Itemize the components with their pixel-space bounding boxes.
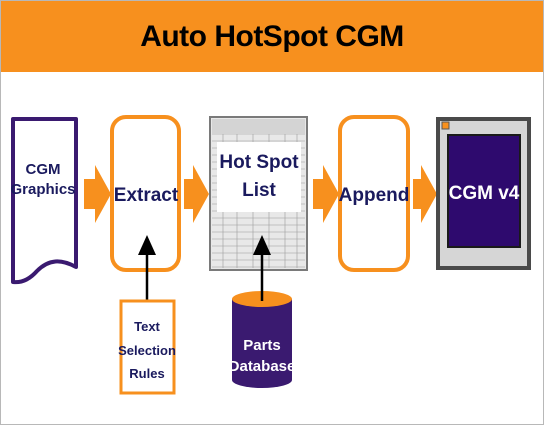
cgm-graphics-node: CGM Graphics — [10, 117, 78, 285]
database-cylinder-body — [232, 299, 292, 388]
flow-arrow-1 — [84, 165, 111, 223]
text-selection-rules-line2: Selection — [118, 343, 176, 358]
database-to-list-arrow — [253, 235, 271, 301]
flow-arrow-3 — [313, 165, 339, 223]
flow-arrow-2 — [184, 165, 209, 223]
text-selection-rules-line1: Text — [134, 319, 160, 334]
parts-database-line1: Parts — [243, 337, 281, 354]
cgm-v4-label: CGM v4 — [449, 183, 520, 204]
flow-arrow-4 — [413, 165, 437, 223]
extract-node: Extract — [110, 115, 181, 272]
document-shape — [11, 117, 78, 285]
cgm-v4-node: CGM v4 — [436, 117, 531, 270]
diagram-title: Auto HotSpot CGM — [140, 19, 404, 53]
hot-spot-list-label-line1: Hot Spot — [219, 152, 299, 173]
power-indicator-icon — [441, 121, 450, 130]
parts-database-line2: Database — [229, 358, 296, 375]
title-banner: Auto HotSpot CGM — [1, 1, 543, 72]
rules-to-extract-arrow — [138, 235, 156, 301]
cgm-graphics-label-line1: CGM — [26, 161, 61, 178]
hot-spot-list-label-line2: List — [242, 180, 276, 201]
monitor-screen — [447, 134, 521, 248]
parts-database-node: Parts Database — [229, 291, 296, 388]
cgm-graphics-label-line2: Graphics — [10, 181, 75, 198]
text-selection-rules-box — [119, 299, 176, 395]
spreadsheet-toolbar — [212, 119, 305, 133]
text-selection-rules-node: Text Selection Rules — [118, 299, 176, 395]
extract-box — [110, 115, 181, 272]
append-label: Append — [339, 185, 410, 206]
append-node: Append — [338, 115, 410, 272]
text-selection-rules-line3: Rules — [129, 366, 164, 381]
hot-spot-list-label-backdrop — [217, 142, 301, 212]
append-box — [338, 115, 410, 272]
extract-label: Extract — [114, 185, 179, 206]
